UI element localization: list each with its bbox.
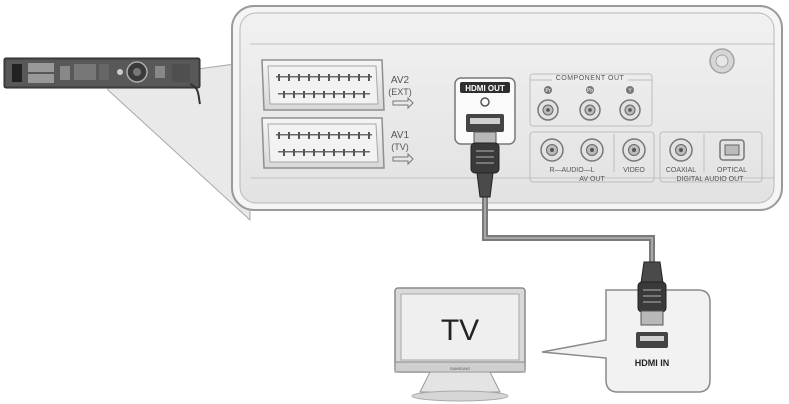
- scart-pin: [368, 132, 370, 139]
- scart-pin: [343, 149, 345, 156]
- scart-pin: [293, 91, 295, 98]
- output-arrow-icon: [392, 96, 414, 110]
- tv-label: TV: [441, 314, 479, 347]
- scart-pin: [343, 91, 345, 98]
- scart-pin: [363, 149, 365, 156]
- scart-pin: [283, 91, 285, 98]
- pb-label: Pb: [587, 88, 593, 94]
- scart-pin: [338, 132, 340, 139]
- audio-label: R—AUDIO—L: [549, 167, 594, 174]
- scart-pin: [288, 132, 290, 139]
- scart-pin: [313, 149, 315, 156]
- component-jack-pr: [537, 86, 559, 121]
- hdmi-in-label: HDMI IN: [635, 358, 670, 368]
- scart-pin: [308, 132, 310, 139]
- av-out-label: AV OUT: [579, 176, 605, 183]
- scart-pin: [353, 91, 355, 98]
- tv-brand-label: SAMSUNG: [450, 366, 470, 371]
- hdmi-out-port: [454, 77, 516, 145]
- scart-pin: [348, 132, 350, 139]
- av-out-group: [529, 131, 655, 183]
- scart-pin: [278, 132, 280, 139]
- output-arrow-icon: [392, 152, 414, 166]
- optical-jack: [719, 139, 745, 161]
- scart-pin: [358, 132, 360, 139]
- scart-pin: [318, 132, 320, 139]
- scart-pin: [313, 91, 315, 98]
- scart-pin: [323, 149, 325, 156]
- video-label: VIDEO: [623, 167, 645, 174]
- video-jack: [622, 138, 646, 162]
- av1-label: AV1: [391, 130, 410, 141]
- scart-pin: [328, 74, 330, 81]
- tv-icon: [394, 287, 526, 402]
- component-jack-y: [619, 86, 641, 121]
- component-jack-pb: [579, 86, 601, 121]
- scart-pin: [323, 91, 325, 98]
- optical-label: OPTICAL: [717, 167, 747, 174]
- y-label: Y: [628, 88, 632, 94]
- scart-pin: [363, 91, 365, 98]
- scart-pin: [308, 74, 310, 81]
- scart-pin: [293, 149, 295, 156]
- component-out-group: [529, 73, 653, 127]
- hdmi-plug-icon: [470, 131, 500, 198]
- av1-sub-label: (TV): [391, 142, 409, 152]
- scart-pin: [283, 149, 285, 156]
- scart-pin: [318, 74, 320, 81]
- scart-pin: [278, 74, 280, 81]
- scart-pin: [348, 74, 350, 81]
- av2-sub-label: (EXT): [388, 87, 412, 97]
- scart-pin: [303, 91, 305, 98]
- scart-pin: [338, 74, 340, 81]
- scart-pin: [353, 149, 355, 156]
- scart-pin: [358, 74, 360, 81]
- hdmi-in-callout: [541, 289, 711, 393]
- coaxial-label: COAXIAL: [666, 167, 696, 174]
- scart-pin: [333, 149, 335, 156]
- scart-av1-port: [261, 117, 385, 169]
- hdmi-cable: [484, 196, 653, 262]
- dvd-recorder-rear-icon: [3, 57, 201, 105]
- hdmi-out-label: HDMI OUT: [465, 84, 505, 93]
- scart-pin: [368, 74, 370, 81]
- audio-r-jack: [540, 138, 564, 162]
- coaxial-jack: [669, 138, 693, 162]
- digital-audio-out-group: [659, 131, 763, 183]
- scart-pin: [303, 149, 305, 156]
- scart-pin: [298, 132, 300, 139]
- scart-pin: [328, 132, 330, 139]
- scart-av2-port: [261, 59, 385, 111]
- av2-label: AV2: [391, 75, 410, 86]
- scart-pin: [333, 91, 335, 98]
- scart-pin: [288, 74, 290, 81]
- scart-pin: [298, 74, 300, 81]
- audio-l-jack: [580, 138, 604, 162]
- digital-audio-out-label: DIGITAL AUDIO OUT: [677, 176, 745, 183]
- hdmi-plug-icon: [637, 261, 667, 326]
- component-out-label: COMPONENT OUT: [556, 75, 625, 82]
- hdmi-in-port: [636, 332, 668, 348]
- pr-label: Pr: [546, 88, 551, 94]
